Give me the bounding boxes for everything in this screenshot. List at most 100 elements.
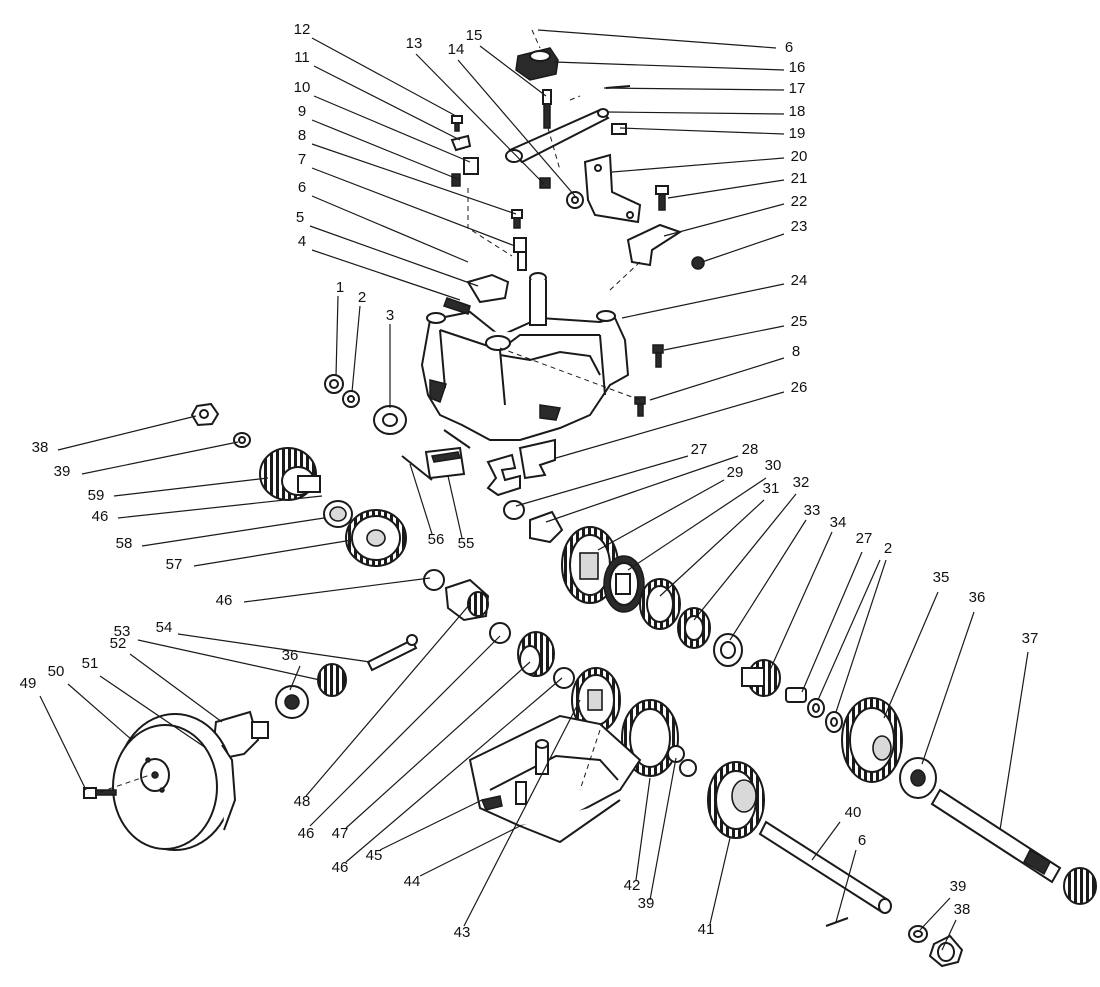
callout-label-31: 31: [763, 480, 780, 497]
shift-plate-20: [583, 153, 642, 224]
callout-leader-52: [129, 653, 223, 723]
callout-leader-11: [313, 65, 461, 141]
callout-leader-54: [177, 633, 371, 663]
callout-leader-26: [555, 391, 785, 459]
callout-leader-33: [729, 519, 807, 641]
callout-leader-2: [835, 559, 887, 713]
callout-label-48: 48: [294, 793, 311, 810]
callout-leader-6: [537, 29, 777, 49]
callout-label-3: 3: [386, 307, 394, 324]
callout-label-30: 30: [765, 457, 782, 474]
callout-label-8: 8: [792, 343, 800, 360]
callout-label-33: 33: [804, 502, 821, 519]
callout-label-19: 19: [789, 125, 806, 142]
shaft-40: [758, 820, 892, 927]
nut-23: [691, 256, 705, 270]
callout-label-40: 40: [845, 804, 862, 821]
callout-leader-48: [305, 603, 471, 797]
callout-leader-43: [463, 699, 581, 927]
gear-stack-right: [503, 500, 937, 799]
callout-label-52: 52: [110, 635, 127, 652]
callout-leader-13: [415, 53, 545, 185]
callout-label-15: 15: [466, 27, 483, 44]
callout-label-13: 13: [406, 35, 423, 52]
callout-label-38: 38: [954, 901, 971, 918]
callout-label-35: 35: [933, 569, 950, 586]
callout-leader-56: [409, 463, 433, 535]
callout-leader-39: [919, 897, 951, 931]
bolt-49: [83, 787, 117, 799]
callout-leader-27: [515, 455, 689, 507]
callout-label-59: 59: [88, 487, 105, 504]
callout-leader-2: [351, 305, 361, 393]
callout-leader-14: [457, 59, 576, 197]
collar-58-gear-57: [323, 500, 407, 567]
callout-leader-46: [243, 577, 431, 603]
callout-label-46: 46: [92, 508, 109, 525]
callout-label-39: 39: [950, 878, 967, 895]
callout-leader-25: [663, 325, 785, 351]
nut-38-washer-39-bottom: [908, 925, 964, 968]
callout-label-24: 24: [791, 272, 808, 289]
callout-leader-32: [693, 493, 797, 621]
callout-leader-7: [311, 167, 516, 247]
callout-label-20: 20: [791, 148, 808, 165]
callout-leader-44: [419, 825, 521, 877]
callout-leader-39: [649, 757, 677, 901]
callout-leader-41: [709, 837, 731, 925]
callout-leader-16: [553, 61, 785, 71]
callout-leader-36: [921, 611, 975, 765]
callout-leader-27: [801, 551, 863, 693]
callout-leader-49: [39, 695, 87, 791]
pinion-53-bolt-54: [275, 634, 418, 719]
callout-label-49: 49: [20, 675, 37, 692]
callout-label-25: 25: [791, 313, 808, 330]
callout-leader-24: [621, 283, 785, 319]
callout-leader-42: [635, 777, 651, 881]
callout-leader-30: [627, 477, 767, 571]
callout-label-37: 37: [1022, 630, 1039, 647]
callout-label-39: 39: [638, 895, 655, 912]
callout-leader-47: [345, 661, 531, 829]
callout-leader-39: [81, 441, 239, 475]
callout-label-7: 7: [298, 151, 306, 168]
callout-label-6: 6: [858, 832, 866, 849]
callout-leader-57: [193, 539, 353, 567]
callout-leader-1: [335, 295, 339, 377]
callout-leader-12: [311, 37, 457, 117]
callout-label-39: 39: [54, 463, 71, 480]
callout-leader-22: [663, 203, 785, 237]
callout-leader-55: [447, 475, 463, 539]
callout-leader-38: [941, 919, 957, 951]
callout-label-21: 21: [791, 170, 808, 187]
callout-label-29: 29: [727, 464, 744, 481]
callout-label-44: 44: [404, 873, 421, 890]
shift-knob-16: [515, 47, 559, 81]
callout-label-47: 47: [332, 825, 349, 842]
callout-label-42: 42: [624, 877, 641, 894]
callout-label-1: 1: [336, 279, 344, 296]
callout-label-8: 8: [298, 127, 306, 144]
callout-leader-46: [309, 635, 501, 827]
callout-label-14: 14: [448, 41, 465, 58]
callout-label-51: 51: [82, 655, 99, 672]
callout-label-36: 36: [969, 589, 986, 606]
callout-leader-4: [311, 249, 461, 301]
transmission-housing: [420, 272, 630, 441]
callout-leader-28: [545, 455, 739, 523]
callout-leader-46: [345, 677, 563, 863]
callout-label-50: 50: [48, 663, 65, 680]
callout-leader-6: [311, 195, 469, 263]
callout-leader-51: [99, 675, 207, 749]
callout-label-43: 43: [454, 924, 471, 941]
callout-label-2: 2: [884, 540, 892, 557]
callout-leader-6: [835, 849, 857, 923]
callout-label-4: 4: [298, 233, 306, 250]
callout-leader-2-extra: [817, 559, 881, 701]
callout-label-34: 34: [830, 514, 847, 531]
callout-label-53: 53: [114, 623, 131, 640]
callout-leader-37: [999, 651, 1029, 831]
callout-label-18: 18: [789, 103, 806, 120]
